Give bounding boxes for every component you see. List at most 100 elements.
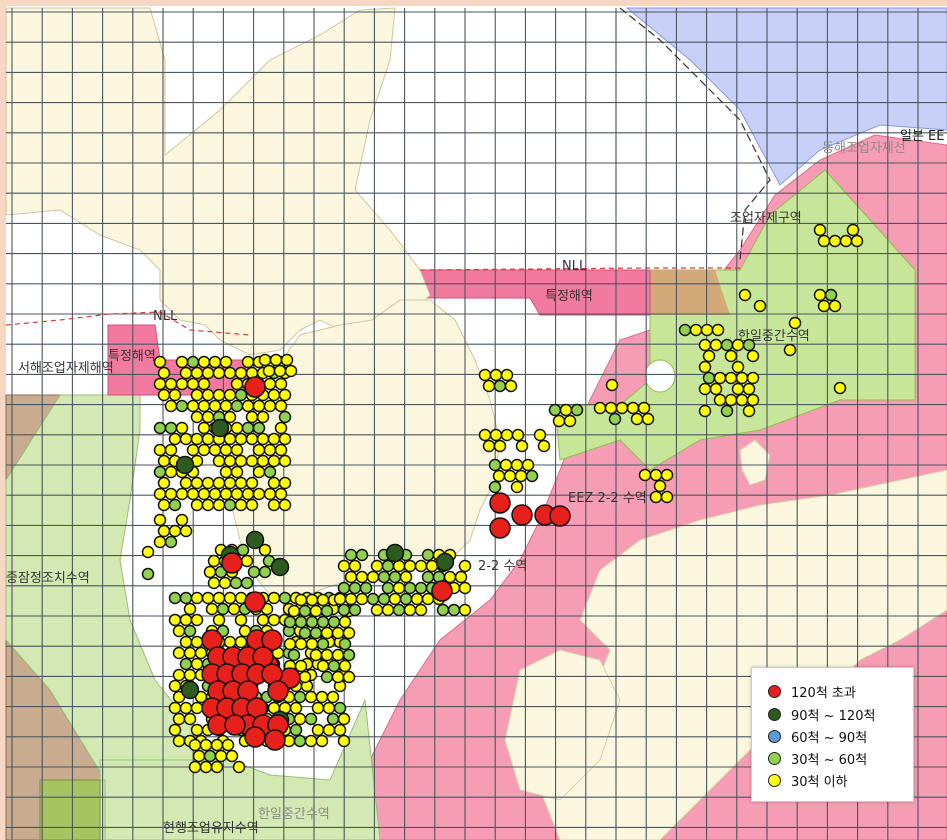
vessel-dot <box>724 349 738 363</box>
vessel-dot <box>234 454 248 468</box>
vessel-dot <box>311 701 325 715</box>
vessel-dot <box>355 592 369 606</box>
legend-item: 120척 초과 <box>768 681 856 701</box>
label-special-west: 특정해역 <box>108 349 156 364</box>
vessel-dot <box>605 378 619 392</box>
vessel-dot <box>168 432 182 446</box>
label-east-sea-autonomous: 동해조업자제선 <box>822 141 906 156</box>
vessel-dot <box>164 421 178 435</box>
vessel-dot <box>252 443 266 457</box>
vessel-dot <box>183 602 197 616</box>
vessel-dot <box>320 670 334 684</box>
vessel-dot <box>153 377 167 391</box>
legend-item: 30척 이하 <box>768 770 848 790</box>
vessel-dot <box>274 443 288 457</box>
vessel-dot <box>549 505 571 527</box>
vessel-dot <box>190 723 204 737</box>
vessel-dot <box>338 615 352 629</box>
vessel-dot <box>223 388 237 402</box>
vessel-dot <box>348 581 362 595</box>
vessel-dot <box>212 388 226 402</box>
vessel-dot <box>370 603 384 617</box>
vessel-dot <box>157 366 171 380</box>
vessel-dot <box>223 476 237 490</box>
vessel-dot <box>311 723 325 737</box>
current-fishing-dark <box>39 779 101 840</box>
vessel-dot <box>304 690 318 704</box>
vessel-dot <box>824 288 838 302</box>
label-current-fishing: 현행조업유지수역 <box>163 820 259 836</box>
vessel-dot <box>309 604 323 618</box>
vessel-dot <box>267 613 281 627</box>
vessel-dot <box>482 379 496 393</box>
vessel-dot <box>153 487 167 501</box>
vessel-dot <box>742 338 756 352</box>
legend: 120척 초과 90척 ~ 120척 60척 ~ 90척 30척 ~ 60척 3… <box>751 667 914 802</box>
vessel-dot <box>338 659 352 673</box>
vessel-dot <box>168 498 182 512</box>
vessel-dot <box>252 487 266 501</box>
legend-label: 60척 ~ 90척 <box>791 730 868 746</box>
vessel-dot <box>267 476 281 490</box>
vessel-dot <box>216 602 230 616</box>
vessel-dot <box>223 366 237 380</box>
vessel-dot <box>219 443 233 457</box>
vessel-dot <box>197 399 211 413</box>
vessel-dot <box>316 615 330 629</box>
vessel-dot <box>294 637 308 651</box>
vessel-dot <box>234 635 248 649</box>
vessel-dot <box>207 554 221 568</box>
vessel-dot <box>698 360 712 374</box>
vessel-dot <box>521 458 535 472</box>
legend-item: 30척 ~ 60척 <box>768 748 867 768</box>
vessel-dot <box>344 548 358 562</box>
vessel-dot <box>489 492 511 514</box>
vessel-dot <box>230 465 244 479</box>
vessel-dot <box>179 613 193 627</box>
vessel-dot <box>399 592 413 606</box>
vessel-dot <box>208 355 222 369</box>
vessel-dot <box>435 552 455 572</box>
vessel-dot <box>153 535 167 549</box>
vessel-dot <box>315 734 329 748</box>
legend-item: 60척 ~ 90척 <box>768 726 867 746</box>
vessel-dot <box>245 432 259 446</box>
vessel-dot <box>172 712 186 726</box>
vessel-dot <box>337 603 351 617</box>
vessel-dot <box>164 487 178 501</box>
vessel-dot <box>813 288 827 302</box>
vessel-dot <box>179 657 193 671</box>
vessel-dot <box>262 364 276 378</box>
vessel-dot <box>746 393 760 407</box>
vessel-dot <box>221 552 243 574</box>
vessel-dot <box>199 760 213 774</box>
vessel-dot <box>724 393 738 407</box>
vessel-dot <box>230 399 244 413</box>
vessel-dot <box>212 613 226 627</box>
vessel-dot <box>839 234 853 248</box>
legend-swatch-icon <box>768 684 781 698</box>
vessel-dot <box>230 421 244 435</box>
vessel-dot <box>293 712 307 726</box>
vessel-dot <box>630 412 644 426</box>
vessel-dot <box>493 379 507 393</box>
vessel-dot <box>294 593 308 607</box>
vessel-dot <box>234 476 248 490</box>
vessel-dot <box>172 624 186 638</box>
vessel-dot <box>294 659 308 673</box>
vessel-dot <box>230 377 244 391</box>
vessel-dot <box>219 487 233 501</box>
vessel-dot <box>316 637 330 651</box>
vessel-dot <box>168 388 182 402</box>
vessel-dot <box>649 490 663 504</box>
vessel-dot <box>287 604 301 618</box>
vessel-dot <box>615 401 629 415</box>
vessel-dot <box>207 576 221 590</box>
vessel-dot <box>267 591 281 605</box>
vessel-dot <box>700 323 714 337</box>
vessel-dot <box>510 480 524 494</box>
vessel-dot <box>175 377 189 391</box>
vessel-dot <box>223 454 237 468</box>
legend-item: 90척 ~ 120척 <box>768 704 875 724</box>
vessel-dot <box>267 432 281 446</box>
